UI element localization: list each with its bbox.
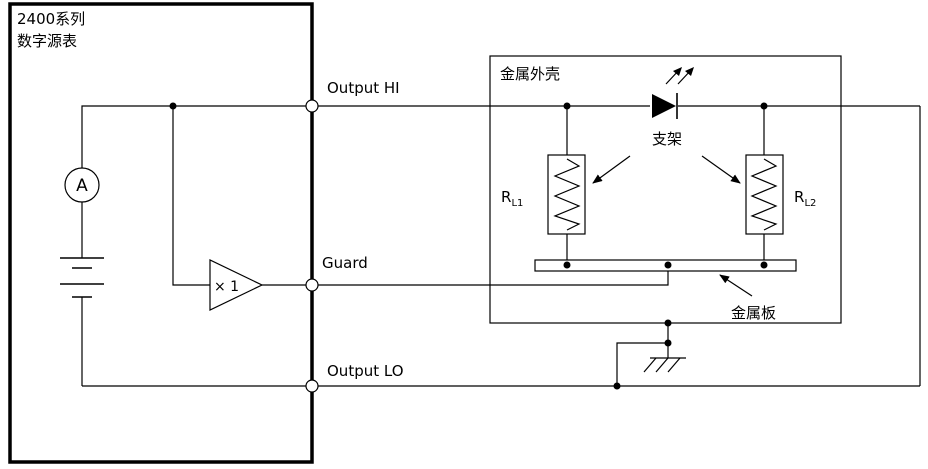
output-lo-terminal [305,379,319,393]
buffer-amplifier-icon [209,259,264,311]
resistor-rl2 [745,106,784,265]
support-arrow-right [701,155,741,184]
ammeter-icon [64,167,100,203]
external-wiring [318,105,921,387]
led-icon [652,67,694,119]
plate-label: 金属板 [731,304,776,322]
ammeter-symbol: A [76,176,88,196]
rl2-label: RL2 [794,188,816,209]
output-hi-label: Output HI [327,79,400,97]
output-hi-terminal [305,99,319,113]
instrument-title-line1: 2400系列 [17,10,85,28]
metal-enclosure [489,55,842,324]
resistor-rl1 [547,106,586,265]
support-label: 支架 [652,130,682,148]
output-lo-label: Output LO [327,362,404,380]
rl1-label: RL1 [501,188,523,209]
support-arrow-left [592,155,631,184]
plate-arrow [719,274,753,297]
ground-icon [643,357,686,373]
instrument-wiring [81,105,312,387]
buffer-gain-label: × 1 [214,279,239,295]
battery-icon [60,257,104,298]
instrument-box [8,2,314,464]
guard-label: Guard [322,254,368,272]
junction-dot [169,102,177,110]
instrument-title-line2: 数字源表 [17,32,77,50]
junction-dots [563,102,768,390]
enclosure-title: 金属外壳 [500,65,560,83]
guard-terminal [305,278,319,292]
